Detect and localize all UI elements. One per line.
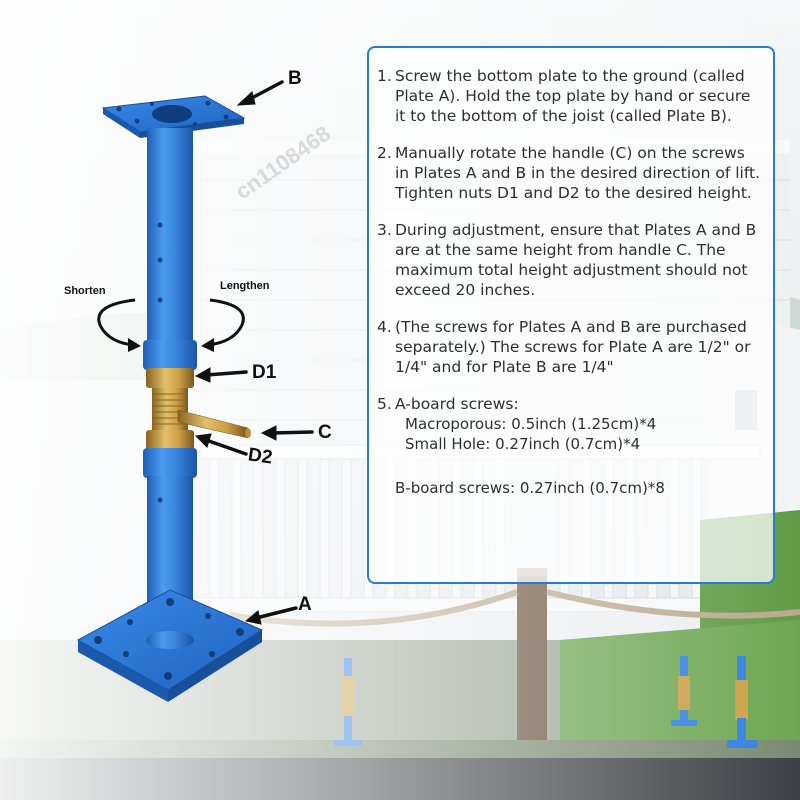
label-d2: D2 [246,444,274,469]
label-b: B [288,68,302,89]
label-d1: D1 [252,362,277,383]
a-board-macroporous: Macroporous: 0.5inch (1.25cm)*4 [405,415,657,433]
label-a: A [298,594,312,615]
step-5: 5. A-board screws: [377,395,519,413]
plate-a [76,589,264,702]
step-3: 3. During adjustment, ensure that Plates… [377,221,757,299]
rotation-arrows [97,298,245,347]
step-4: 4. (The screws for Plates A and B are pu… [377,318,751,376]
step-1: 1. Screw the bottom plate to the ground … [377,67,751,125]
plate-b [101,95,246,138]
b-board-screws: B-board screws: 0.27inch (0.7cm)*8 [395,479,665,497]
step-2: 2. Manually rotate the handle (C) on the… [377,144,761,202]
label-lengthen: Lengthen [220,280,270,292]
label-shorten: Shorten [64,285,106,297]
instruction-panel: 1. Screw the bottom plate to the ground … [367,46,775,584]
label-c: C [318,422,332,443]
a-board-small-hole: Small Hole: 0.27inch (0.7cm)*4 [405,435,641,453]
